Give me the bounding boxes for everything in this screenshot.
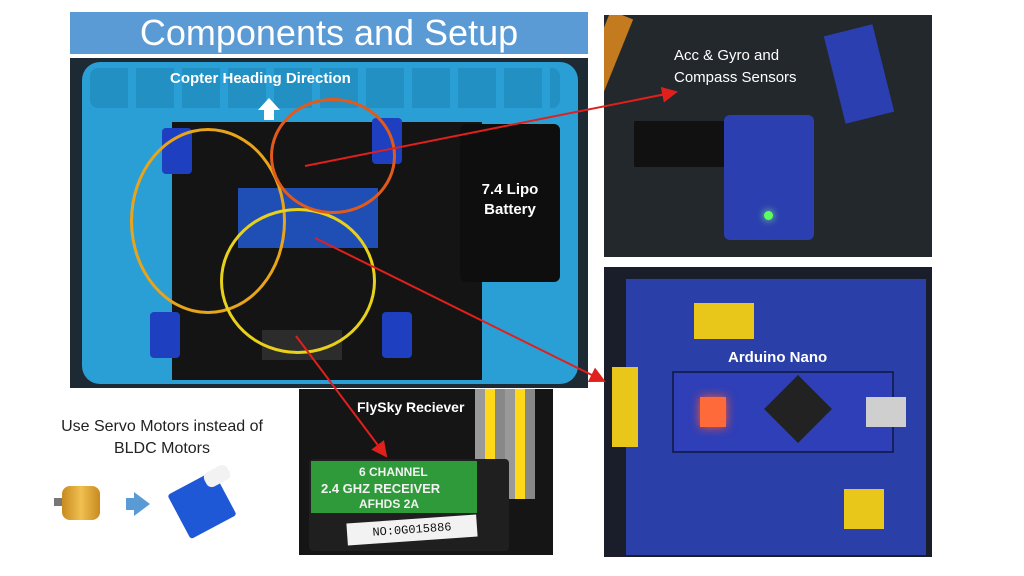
receiver-model-print: AFHDS 2A [359,497,420,511]
sensor-label: Acc & Gyro and Compass Sensors [674,47,797,86]
up-arrow-icon [258,98,280,110]
sensor-callout-arrow [304,86,678,167]
pin-header [694,303,754,339]
header-pins [634,121,730,167]
pin-header [844,489,884,529]
flysky-label: FlySky Reciever [357,399,465,415]
usb-connector [866,397,906,427]
receiver-channel-print: 6 CHANNEL [359,465,428,479]
motor-shaft [54,498,66,506]
servo-caption: Use Servo Motors instead of BLDC Motors [61,418,263,457]
up-arrow-icon-stem [264,110,274,120]
right-arrow-icon-stem [126,498,136,510]
servo-rear-left [150,312,180,358]
flysky-photo: 6 CHANNEL 2.4 GHZ RECEIVER AFHDS 2A NO:0… [299,389,553,555]
pin-header [612,367,638,447]
lipo-battery [460,124,560,282]
wire [220,208,376,354]
bldc-motor-icon [54,478,106,528]
arduino-callout-arrow [314,237,606,382]
battery-label: 7.4 Lipo Battery [481,181,539,218]
main-setup-photo: Copter Heading Direction 7.4 Lipo Batter… [70,58,588,388]
flysky-callout-arrow [295,335,388,458]
wire [270,98,396,214]
power-leds [700,397,726,427]
status-led [764,211,773,220]
servo-rear-right [382,312,412,358]
receiver-ghz-print: 2.4 GHZ RECEIVER [321,481,441,496]
receiver-sticker [311,461,477,513]
heading-direction-label: Copter Heading Direction [170,70,351,87]
right-arrow-icon [134,492,150,516]
arduino-label: Arduino Nano [728,349,828,366]
slide-title: Components and Setup [70,12,588,54]
arduino-photo: Arduino Nano [604,267,932,557]
motor-body [62,486,100,520]
sensor-photo: Acc & Gyro and Compass Sensors [604,15,932,257]
